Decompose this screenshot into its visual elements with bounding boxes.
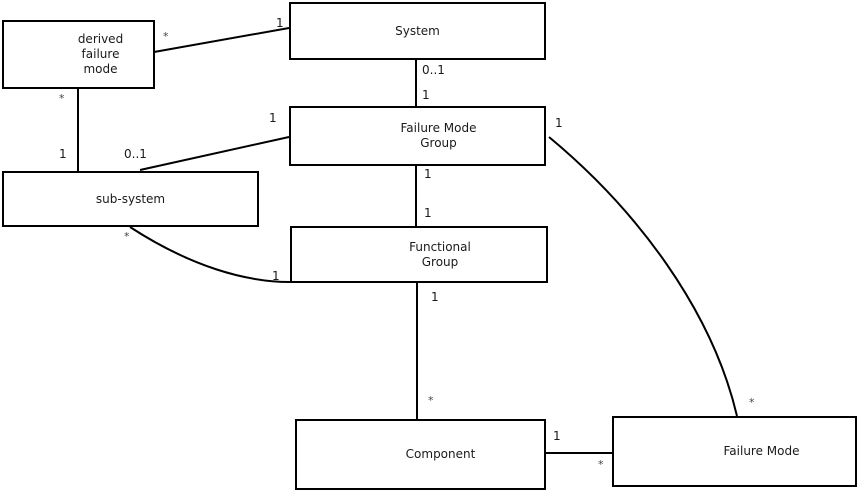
class-name-label: sub-system bbox=[95, 191, 166, 206]
multiplicity-label-m-system-01: 0..1 bbox=[422, 63, 445, 77]
class-box-system[interactable]: System bbox=[289, 2, 546, 60]
multiplicity-label-m-fg-bottom-1: 1 bbox=[431, 290, 439, 304]
multiplicity-label-m-fm-top-star: * bbox=[749, 396, 755, 409]
multiplicity-label-m-subsystem-star: * bbox=[124, 230, 130, 243]
class-box-failure-mode-group[interactable]: Failure Mode Group bbox=[289, 106, 546, 166]
association-fmg-fm bbox=[548, 136, 738, 417]
multiplicity-label-m-fg-top-1: 1 bbox=[424, 206, 432, 220]
class-name-label: Failure Mode bbox=[723, 444, 800, 458]
class-box-derived-failure-mode[interactable]: derived failure mode bbox=[2, 20, 155, 89]
class-box-functional-group[interactable]: Functional Group bbox=[290, 226, 548, 283]
multiplicity-label-m-subsystem-1: 1 bbox=[59, 147, 67, 161]
multiplicity-label-m-dfm-star: * bbox=[163, 30, 169, 43]
class-name-label: derived failure mode bbox=[77, 32, 124, 76]
multiplicity-label-m-subsystem-01: 0..1 bbox=[124, 147, 147, 161]
class-name-label: System bbox=[395, 23, 440, 38]
multiplicity-label-m-fmg-left-1: 1 bbox=[269, 111, 277, 125]
class-name-label: Failure Mode Group bbox=[400, 121, 477, 150]
association-subsystem-fg bbox=[129, 226, 291, 283]
multiplicity-label-m-component-star: * bbox=[428, 394, 434, 407]
multiplicity-label-m-dfm-down-star: * bbox=[59, 92, 65, 105]
multiplicity-label-m-system-1: 1 bbox=[276, 16, 284, 30]
association-dfm-system bbox=[153, 27, 290, 53]
class-name-label: Functional Group bbox=[409, 239, 471, 269]
multiplicity-label-m-fmg-right-1: 1 bbox=[555, 116, 563, 130]
association-subsystem-fmg bbox=[139, 136, 290, 171]
class-box-sub-system[interactable]: sub-system bbox=[2, 171, 259, 227]
multiplicity-label-m-fm-left-star: * bbox=[598, 458, 604, 471]
class-box-component[interactable]: Component bbox=[295, 419, 546, 490]
multiplicity-label-m-fmg-bottom-1: 1 bbox=[424, 167, 432, 181]
class-box-failure-mode[interactable]: Failure Mode bbox=[612, 416, 857, 487]
class-name-label: Component bbox=[405, 447, 476, 461]
multiplicity-label-m-fmg-top-1: 1 bbox=[422, 88, 430, 102]
multiplicity-label-m-fg-left-1: 1 bbox=[272, 269, 280, 283]
multiplicity-label-m-component-1: 1 bbox=[553, 429, 561, 443]
